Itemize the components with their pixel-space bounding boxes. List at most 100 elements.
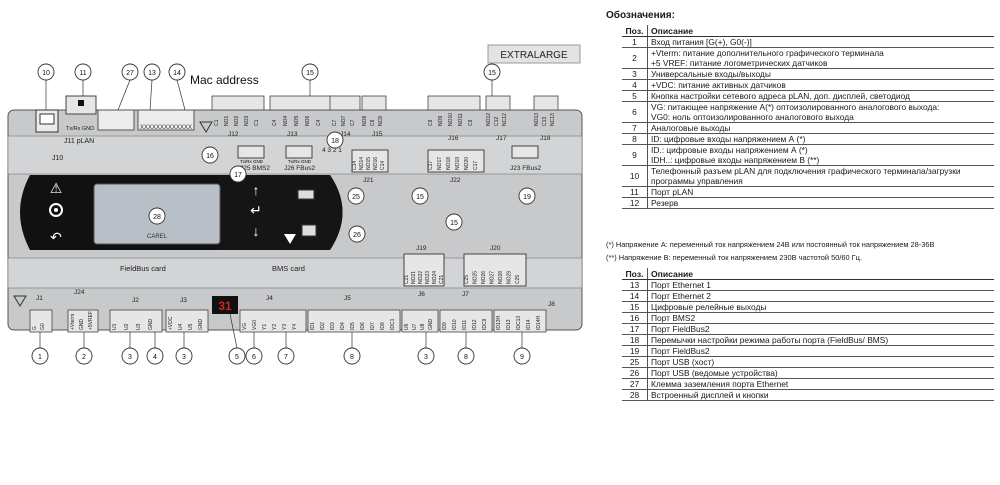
usb-host-port[interactable] (297, 189, 315, 200)
fbus2-terminal-right[interactable] (511, 145, 539, 159)
pin-label-j14-1: NO7 (341, 116, 347, 127)
usb-device-port[interactable] (301, 224, 317, 237)
pin-label-j19-4: NO24 (432, 271, 438, 284)
j16-label: J16 (448, 135, 459, 142)
pin-label-j21-4: C14 (380, 161, 386, 170)
callout-8b: 8 (464, 354, 468, 361)
note-1: (*) Напряжение А: переменный ток напряже… (606, 240, 935, 249)
down-button-icon[interactable]: ↓ (253, 223, 260, 239)
pin-label-j4-5: Y4 (292, 324, 298, 330)
legend-pos: 10 (622, 165, 648, 187)
alarm-button-icon[interactable]: ⚠ (50, 180, 63, 196)
pin-label-j5-3: ID4 (340, 322, 346, 330)
prg-button-icon[interactable] (49, 203, 63, 217)
pin-label-j15-1: C8 (370, 119, 376, 126)
pin-label-j21-3: NO16 (373, 157, 379, 170)
legend-pos: 9 (622, 144, 648, 166)
callout-28: 28 (153, 214, 161, 221)
j19-block[interactable] (403, 253, 445, 287)
j17-label: J17 (496, 135, 507, 142)
legend-desc-line: Порт FieldBus2 (651, 324, 710, 334)
j22-label: J22 (450, 177, 461, 184)
mac-placeholder: XXXXXXXXXXXXX (140, 125, 192, 131)
legend-desc-line: Универсальные входы/выходы (651, 69, 771, 79)
legend-desc: Порт FieldBus2 (647, 345, 994, 357)
pin-label-j19-5: C21 (439, 275, 445, 284)
legend-desc: Резерв (647, 197, 994, 209)
pin-label-j8-3: ID14 (526, 319, 532, 330)
pin-label-j1-1: G0 (40, 323, 46, 330)
header-desc: Описание (647, 25, 994, 37)
legend-pos: 27 (622, 378, 648, 390)
callout-26: 26 (353, 232, 361, 239)
pin-label-j6-3: GND (428, 319, 434, 331)
ethernet-port-1[interactable] (97, 109, 135, 131)
legend-desc: Перемычки настройки режима работы порта … (647, 334, 994, 346)
callout-4: 4 (153, 354, 157, 361)
plan-label: J11 pLAN (64, 138, 94, 145)
callout-15-lower: 15 (450, 220, 458, 227)
callout-10: 10 (42, 70, 50, 77)
legend-pos: 2 (622, 47, 648, 69)
up-button-icon[interactable]: ↑ (253, 182, 260, 198)
legend-desc: Вход питания [G(+), G0(-)] (647, 36, 994, 48)
legend-desc: Универсальные входы/выходы (647, 68, 994, 80)
pin-label-j7-4: IDC9 (482, 318, 488, 330)
legend-pos: 6 (622, 101, 648, 123)
pin-label-j20-1: NO25 (473, 271, 479, 284)
pin-label-j20-0: C25 (464, 275, 470, 284)
legend-desc: Клемма заземления порта Ethernet (647, 378, 994, 390)
pin-label-j1-0: G (32, 326, 38, 330)
j6-label: J6 (418, 291, 425, 298)
pin-label-j21-0: C14 (352, 161, 358, 170)
pin-label-j5-7: ID8 (380, 322, 386, 330)
pin-label-j5-2: ID3 (330, 322, 336, 330)
pin-label-j4-3: Y2 (272, 324, 278, 330)
legend-title: Обозначения: (606, 10, 675, 21)
legend-pos: 13 (622, 279, 648, 291)
pin-label-j12-2: NO2 (234, 116, 240, 127)
pin-label-j20-4: NO28 (498, 271, 504, 284)
fbus2-terminal[interactable] (285, 145, 313, 159)
pin-label-j5-6: ID7 (370, 322, 376, 330)
pin-label-j13-2: NO5 (294, 116, 300, 127)
header-desc-2: Описание (647, 268, 994, 280)
pin-label-j24-2: +5VREF (88, 311, 94, 330)
warning-icon-panel (284, 234, 296, 244)
legend-desc-line-2: +5 VREF: питание логометрических датчико… (651, 58, 828, 68)
note-2: (**) Напряжение В: переменный ток напряж… (606, 253, 862, 262)
legend-desc-line-2: программы управления (651, 176, 743, 186)
txrx-label-mid-0: Tx/Rx GND (240, 159, 264, 164)
callout-7: 7 (284, 354, 288, 361)
legend-desc: ID: цифровые входы напряжением А (*) (647, 133, 994, 145)
legend-desc: Порт FieldBus2 (647, 323, 994, 335)
header-pos-2: Поз. (622, 268, 648, 280)
pin-label-j24-0: +Vterm (70, 314, 76, 330)
legend-pos: 18 (622, 334, 648, 346)
controller-diagram: EXTRALARGE ⚠ ↶ ↑ ↵ ↓ CAREL J10 Tx/Rx GND… (7, 44, 583, 365)
legend-desc-line: Перемычки настройки режима работы порта … (651, 335, 889, 345)
pin-label-j17-0: NO12 (486, 113, 492, 126)
pin-label-j22-1: NO17 (437, 157, 443, 170)
legend-desc: Порт USB (ведомые устройства) (647, 367, 994, 379)
j22-block[interactable] (427, 149, 485, 173)
legend-pos: 11 (622, 186, 648, 198)
pin-label-j13-1: NO4 (283, 116, 289, 127)
legend-pos: 14 (622, 290, 648, 302)
ethernet-port-2[interactable] (137, 109, 195, 131)
mac-address-label: Mac address (190, 73, 259, 87)
edition-label: EXTRALARGE (500, 50, 568, 61)
j20-block[interactable] (463, 253, 527, 287)
enter-button-icon[interactable]: ↵ (250, 202, 262, 218)
bms2-terminal[interactable] (237, 145, 265, 159)
legend-pos: 16 (622, 312, 648, 324)
j21-block[interactable] (351, 149, 389, 173)
legend-row: 2+Vterm: питание дополнительного графиче… (622, 47, 994, 69)
esc-button-icon[interactable]: ↶ (50, 229, 62, 245)
